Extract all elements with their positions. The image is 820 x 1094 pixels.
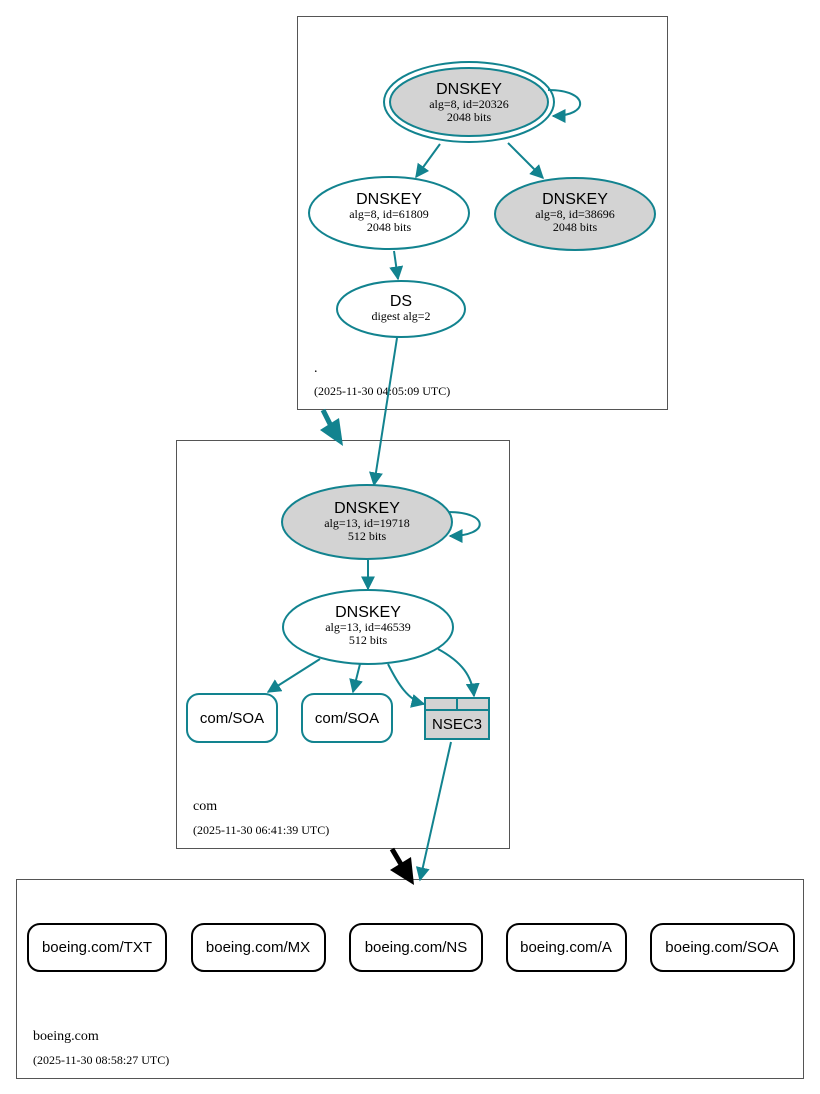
node-root-zsk-title: DNSKEY (356, 191, 422, 208)
node-root-ksk: DNSKEY alg=8, id=20326 2048 bits (383, 61, 555, 143)
node-com-soa-1-label: com/SOA (200, 710, 264, 727)
zone-root-timestamp: (2025-11-30 04:05:09 UTC) (314, 384, 450, 398)
node-com-ksk-line1: alg=13, id=19718 (324, 516, 410, 530)
node-com-ksk-line2: 512 bits (348, 529, 387, 543)
node-ds-line1: digest alg=2 (371, 309, 430, 323)
node-ds: DS digest alg=2 (336, 280, 466, 338)
node-com-zsk: DNSKEY alg=13, id=46539 512 bits (282, 589, 454, 665)
delegation-root-to-com (320, 408, 343, 446)
node-boeing-soa-label: boeing.com/SOA (665, 939, 778, 956)
node-com-soa-2: com/SOA (301, 693, 393, 743)
edge-com-zsk-to-nsec3-a (387, 663, 426, 708)
node-boeing-mx: boeing.com/MX (191, 923, 326, 972)
edge-com-zsk-to-nsec3-b (437, 648, 480, 698)
node-boeing-ns-label: boeing.com/NS (365, 939, 468, 956)
edge-root-ksk-to-zsk (415, 143, 441, 179)
node-com-zsk-line1: alg=13, id=46539 (325, 620, 411, 634)
node-root-key3-line2: 2048 bits (553, 220, 598, 234)
zone-com-timestamp: (2025-11-30 06:41:39 UTC) (193, 823, 329, 837)
zone-boeing-box (16, 879, 804, 1079)
node-boeing-mx-label: boeing.com/MX (206, 939, 310, 956)
node-root-key3-title: DNSKEY (542, 191, 608, 208)
node-root-ksk-line1: alg=8, id=20326 (429, 97, 509, 111)
zone-com-name: com (193, 799, 217, 814)
node-com-soa-2-label: com/SOA (315, 710, 379, 727)
node-com-zsk-title: DNSKEY (335, 604, 401, 621)
edge-root-zsk-to-ds (389, 250, 404, 281)
edge-root-ksk-to-key3 (507, 142, 544, 179)
node-boeing-a-label: boeing.com/A (520, 939, 612, 956)
node-boeing-soa: boeing.com/SOA (650, 923, 795, 972)
node-com-ksk: DNSKEY alg=13, id=19718 512 bits (281, 484, 453, 560)
node-root-zsk-line1: alg=8, id=61809 (349, 207, 429, 221)
node-root-zsk-line2: 2048 bits (367, 220, 412, 234)
zone-boeing-name: boeing.com (33, 1029, 99, 1044)
node-root-key3-line1: alg=8, id=38696 (535, 207, 615, 221)
edge-ds-to-com-ksk (369, 337, 398, 487)
node-com-zsk-line2: 512 bits (349, 633, 388, 647)
node-root-ksk-line2: 2048 bits (447, 110, 492, 124)
node-com-soa-1: com/SOA (186, 693, 278, 743)
node-boeing-a: boeing.com/A (506, 923, 627, 972)
node-root-ksk-title: DNSKEY (436, 81, 502, 98)
edge-nsec3-to-boeing (415, 741, 452, 882)
node-nsec3-label: NSEC3 (432, 716, 482, 733)
zone-boeing-timestamp: (2025-11-30 08:58:27 UTC) (33, 1053, 169, 1067)
node-nsec3: NSEC3 (424, 697, 490, 740)
node-boeing-txt: boeing.com/TXT (27, 923, 167, 972)
edge-com-zsk-to-soa1 (266, 658, 321, 693)
node-boeing-txt-label: boeing.com/TXT (42, 939, 152, 956)
delegation-com-to-boeing (389, 847, 414, 885)
zone-root-name: . (314, 361, 318, 376)
node-root-zsk: DNSKEY alg=8, id=61809 2048 bits (308, 176, 470, 250)
edge-com-ksk-self (447, 511, 481, 543)
node-root-key3: DNSKEY alg=8, id=38696 2048 bits (494, 177, 656, 251)
edge-com-zsk-to-soa2 (349, 663, 363, 694)
node-ds-title: DS (390, 293, 412, 310)
node-com-ksk-title: DNSKEY (334, 500, 400, 517)
edge-root-ksk-self (547, 89, 582, 123)
node-boeing-ns: boeing.com/NS (349, 923, 483, 972)
